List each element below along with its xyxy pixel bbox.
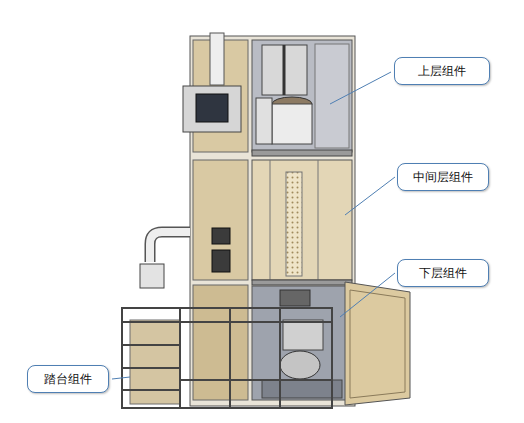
callout-box: 下层组件: [397, 259, 489, 287]
callout-text: 上层组件: [418, 64, 466, 78]
callout-box: 中间层组件: [397, 163, 489, 191]
callout-box: 踏台组件: [27, 365, 109, 393]
callout-text: 中间层组件: [413, 170, 473, 184]
callout-text: 下层组件: [419, 266, 467, 280]
callout-text: 踏台组件: [44, 372, 92, 386]
callout-box: 上层组件: [394, 57, 490, 85]
